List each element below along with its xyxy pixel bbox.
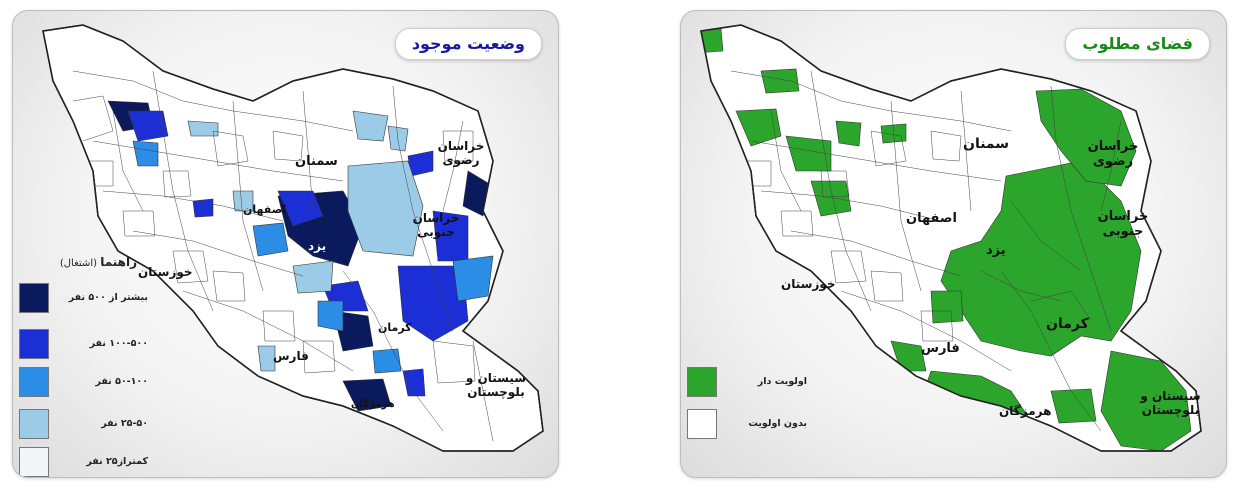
legend-item: ۵۰-۱۰۰ نفر bbox=[19, 367, 149, 397]
legend-title: راهنما bbox=[100, 255, 137, 269]
region-light bbox=[292, 260, 334, 294]
priority-region bbox=[930, 290, 964, 324]
region-blue bbox=[402, 368, 426, 397]
region-label-south-khorasan: خراسان جنوبی bbox=[412, 211, 460, 239]
region-label-yazd: یزد bbox=[986, 243, 1006, 258]
legend-swatch bbox=[687, 409, 717, 439]
legend-swatch bbox=[19, 283, 49, 313]
region-light bbox=[232, 190, 254, 212]
legend-item: کمتراز۲۵ نفر bbox=[19, 447, 149, 477]
legend-label: اولویت دار bbox=[757, 376, 807, 387]
legend-label: ۱۰۰-۵۰۰ نفر bbox=[89, 338, 148, 349]
region-label-fars: فارس bbox=[921, 341, 960, 356]
iran-map-current bbox=[42, 24, 544, 452]
legend-swatch bbox=[19, 409, 49, 439]
legend-item: ۱۰۰-۵۰۰ نفر bbox=[19, 329, 149, 359]
region-mid bbox=[372, 348, 402, 374]
priority-region bbox=[701, 28, 724, 54]
legend-swatch bbox=[687, 367, 717, 397]
legend-item: بدون اولویت bbox=[687, 409, 817, 439]
current-status-map-panel: وضعیت موجود راهنما (اشتغال) بیشتر از ۵۰۰… bbox=[12, 10, 559, 478]
region-light bbox=[352, 110, 389, 142]
region-light bbox=[257, 345, 276, 372]
region-blue bbox=[397, 265, 469, 342]
legend-item: بیشتر از ۵۰۰ نفر bbox=[19, 283, 149, 313]
region-label-sistan: سیستان و بلوچستان bbox=[1140, 389, 1201, 417]
legend-swatch bbox=[19, 329, 49, 359]
region-label-hormozgan: هرمزگان bbox=[999, 404, 1052, 418]
region-label-khuzestan: خوزستان bbox=[781, 277, 836, 291]
region-label-fars: فارس bbox=[273, 349, 309, 363]
region-label-khuzestan: خوزستان bbox=[138, 265, 193, 279]
region-label-semnan: سمنان bbox=[963, 136, 1010, 152]
region-label-razavi: خراسان رضوی bbox=[437, 139, 485, 167]
legend-item: اولویت دار bbox=[687, 367, 817, 397]
region-label-isfahan: اصفهان bbox=[906, 211, 957, 226]
priority-region bbox=[1100, 350, 1192, 451]
legend-label: بدون اولویت bbox=[748, 418, 807, 429]
desired-space-title: فضای مطلوب bbox=[1065, 28, 1210, 60]
legend-swatch bbox=[19, 367, 49, 397]
legend-item: ۲۵-۵۰ نفر bbox=[19, 409, 149, 439]
region-mid bbox=[317, 300, 344, 332]
legend-heading: راهنما (اشتغال) bbox=[27, 255, 137, 269]
legend-label: ۲۵-۵۰ نفر bbox=[101, 418, 148, 429]
current-status-title: وضعیت موجود bbox=[394, 28, 542, 60]
region-label-razavi: خراسان رضوی bbox=[1087, 139, 1139, 169]
region-label-yazd: یزد bbox=[308, 239, 327, 253]
region-label-hormozgan: هرمزگان bbox=[351, 399, 395, 410]
region-mid bbox=[252, 222, 289, 257]
legend-label: بیشتر از ۵۰۰ نفر bbox=[68, 292, 148, 303]
legend-label: کمتراز۲۵ نفر bbox=[86, 456, 148, 467]
legend-label: ۵۰-۱۰۰ نفر bbox=[95, 376, 148, 387]
region-blue bbox=[277, 190, 324, 227]
priority-region bbox=[835, 120, 862, 147]
region-mid bbox=[452, 255, 494, 302]
region-light bbox=[347, 160, 424, 257]
region-blue bbox=[127, 110, 169, 142]
desired-space-map-panel: فضای مطلوب اولویت دار بدون اولویت سمنان … bbox=[680, 10, 1227, 478]
region-dark bbox=[342, 378, 392, 412]
priority-region bbox=[940, 160, 1142, 357]
priority-region bbox=[1035, 88, 1137, 187]
legend-subtitle: (اشتغال) bbox=[59, 258, 98, 269]
priority-region bbox=[1050, 388, 1097, 424]
iran-map-desired bbox=[700, 24, 1202, 452]
region-light bbox=[187, 120, 219, 137]
priority-region bbox=[735, 108, 782, 147]
priority-region bbox=[760, 68, 800, 94]
region-label-semnan: سمنان bbox=[295, 154, 338, 169]
region-label-kerman: کرمان bbox=[378, 321, 412, 334]
region-label-south-khorasan: خراسان جنوبی bbox=[1097, 209, 1149, 239]
legend-swatch bbox=[19, 447, 49, 477]
region-label-isfahan: اصفهان bbox=[243, 203, 287, 216]
region-label-sistan: سیستان و بلوچستان bbox=[465, 371, 527, 399]
priority-region bbox=[810, 180, 852, 217]
region-label-kerman: کرمان bbox=[1046, 316, 1089, 332]
region-mid bbox=[132, 140, 159, 167]
